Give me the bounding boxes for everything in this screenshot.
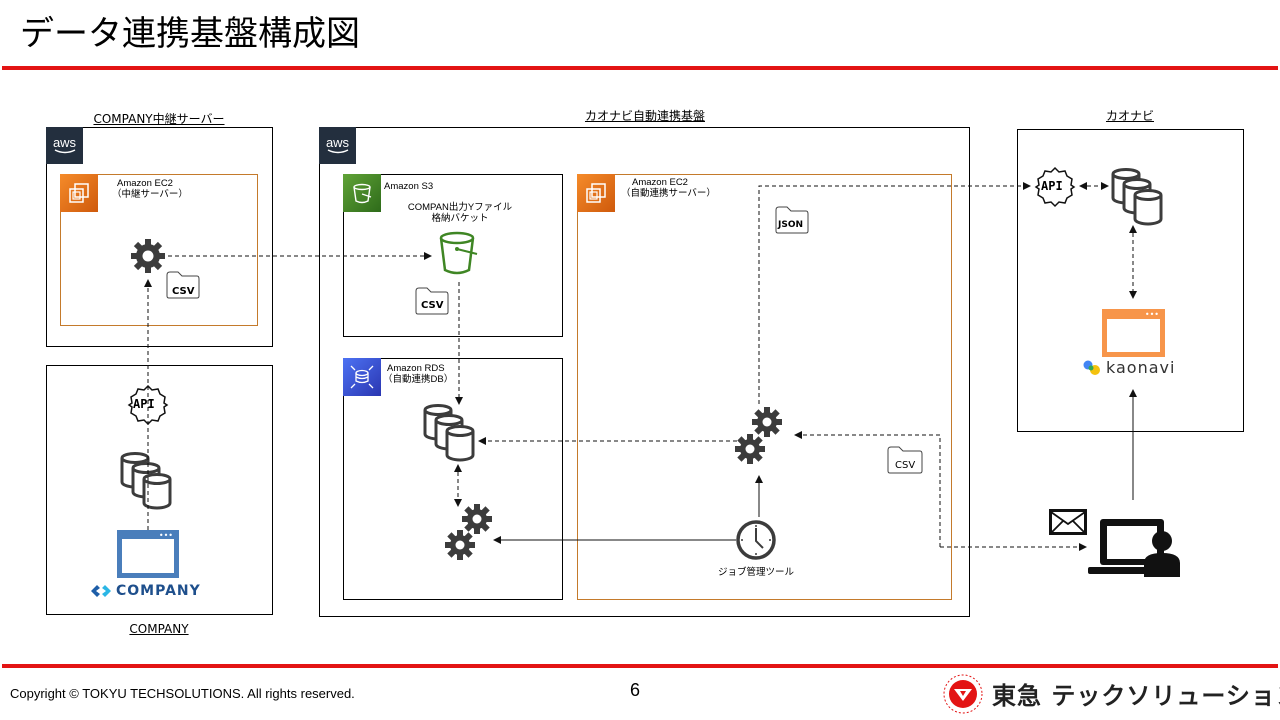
kaonavi-logo: kaonavi (1082, 358, 1175, 377)
mail-icon (1049, 509, 1087, 539)
ec2-icon (60, 174, 98, 212)
platform-ec2-name: Amazon EC2 (632, 177, 688, 188)
aws-logo-icon: aws (46, 127, 83, 164)
company-app-window-icon: ••• (117, 530, 179, 578)
kaonavi-app-window-icon: ••• (1102, 309, 1165, 357)
processing-gears-icon (733, 404, 785, 470)
json-file-label: JSON (778, 220, 804, 230)
company-logo-mark-icon (91, 585, 111, 597)
batch-gears-icon (443, 502, 495, 566)
database-icon (119, 452, 179, 514)
company-api-label: API (133, 397, 155, 411)
csv-file-icon (415, 287, 449, 319)
clock-icon (735, 519, 777, 565)
s3-csv-label: CSV (421, 300, 444, 311)
kaonavi-api-label: API (1041, 179, 1063, 193)
rds-container (343, 358, 563, 600)
platform-group-label: カオナビ自動連携基盤 (584, 109, 705, 123)
copyright-text: Copyright © TOKYU TECHSOLUTIONS. All rig… (10, 686, 355, 701)
company-group (46, 365, 273, 615)
rds-name: Amazon RDS (387, 363, 445, 374)
job-tool-label: ジョブ管理ツール (717, 567, 794, 578)
kaonavi-group-label: カオナビ (1105, 109, 1154, 123)
s3-bucket-desc-line1: COMPAN出力Yファイル (407, 202, 513, 213)
incoming-csv-label: CSV (895, 460, 916, 471)
gear-icon (128, 236, 168, 280)
footer-divider (2, 664, 1278, 668)
kaonavi-logo-mark-icon (1083, 360, 1100, 375)
relay-server-group (46, 127, 273, 347)
relay-ec2-name: Amazon EC2 (117, 178, 173, 189)
relay-ec2-role: （中継サーバー） (112, 189, 188, 200)
relay-ec2-container (60, 174, 258, 326)
ec2-icon (577, 174, 615, 212)
aws-logo-icon: aws (319, 127, 356, 164)
user-terminal-icon (1088, 517, 1192, 583)
rds-role: （自動連携DB） (383, 374, 454, 385)
rds-database-icon (422, 404, 482, 466)
company-group-label: COMPANY (129, 622, 189, 636)
page-title: データ連携基盤構成図 (20, 14, 360, 54)
platform-ec2-role: （自動連携サーバー） (621, 188, 716, 199)
tokyu-logo-icon (943, 674, 983, 714)
csv-file-icon (166, 271, 200, 303)
csv-file-label: CSV (172, 286, 195, 297)
relay-server-group-label: COMPANY中継サーバー (93, 112, 225, 126)
rds-icon (343, 358, 381, 396)
page-number: 6 (630, 680, 641, 700)
header-divider (2, 66, 1278, 70)
s3-icon (343, 174, 381, 212)
api-gear-icon (1034, 166, 1076, 212)
s3-bucket-desc-line2: 格納バケット (431, 213, 489, 224)
company-logo: COMPANY (90, 583, 201, 599)
kaonavi-database-icon (1110, 168, 1170, 230)
s3-name: Amazon S3 (384, 181, 434, 192)
company-brand-logo: 東急 テックソリューションズ (940, 672, 1280, 714)
s3-bucket-icon (437, 230, 481, 280)
